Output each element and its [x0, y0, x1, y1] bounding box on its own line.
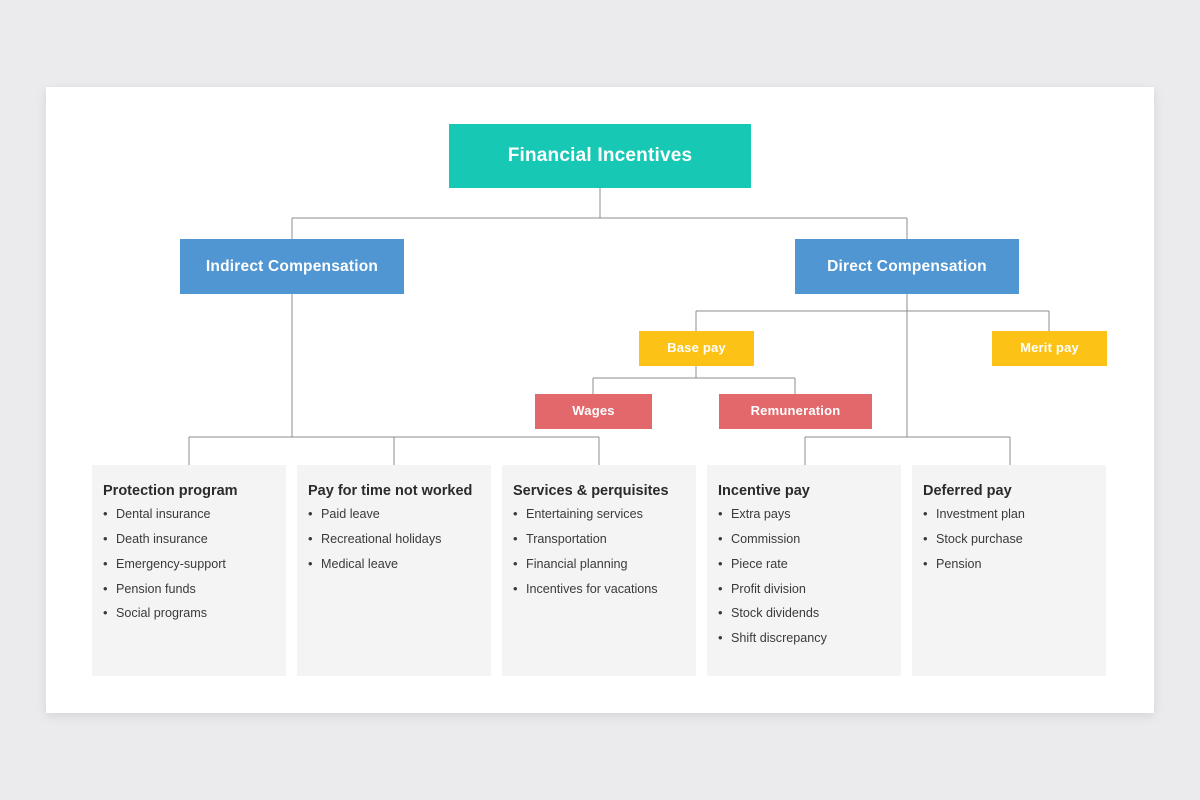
list-item: Investment plan — [923, 506, 1094, 523]
card-item-list: Entertaining servicesTransportationFinan… — [513, 506, 684, 598]
list-item: Social programs — [103, 605, 274, 622]
list-item: Shift discrepancy — [718, 630, 889, 647]
list-item: Financial planning — [513, 556, 684, 573]
list-item: Death insurance — [103, 531, 274, 548]
card-item-list: Paid leaveRecreational holidaysMedical l… — [308, 506, 479, 573]
node-indirect-compensation[interactable]: Indirect Compensation — [180, 239, 404, 294]
node-financial-incentives[interactable]: Financial Incentives — [449, 124, 751, 188]
card-title: Pay for time not worked — [308, 483, 473, 499]
list-item: Stock purchase — [923, 531, 1094, 548]
node-base-pay[interactable]: Base pay — [639, 331, 754, 366]
node-remuneration[interactable]: Remuneration — [719, 394, 872, 429]
card-title: Incentive pay — [718, 483, 810, 499]
list-item: Extra pays — [718, 506, 889, 523]
card-deferred-pay[interactable]: Deferred pay Investment planStock purcha… — [912, 465, 1106, 676]
node-merit-pay[interactable]: Merit pay — [992, 331, 1107, 366]
card-pay-for-time-not-worked[interactable]: Pay for time not worked Paid leaveRecrea… — [297, 465, 491, 676]
list-item: Entertaining services — [513, 506, 684, 523]
list-item: Stock dividends — [718, 605, 889, 622]
list-item: Pension — [923, 556, 1094, 573]
node-direct-compensation[interactable]: Direct Compensation — [795, 239, 1019, 294]
card-item-list: Extra paysCommissionPiece rateProfit div… — [718, 506, 889, 647]
card-title: Deferred pay — [923, 483, 1012, 499]
list-item: Medical leave — [308, 556, 479, 573]
card-item-list: Investment planStock purchasePension — [923, 506, 1094, 573]
card-incentive-pay[interactable]: Incentive pay Extra paysCommissionPiece … — [707, 465, 901, 676]
list-item: Recreational holidays — [308, 531, 479, 548]
list-item: Incentives for vacations — [513, 581, 684, 598]
list-item: Pension funds — [103, 581, 274, 598]
list-item: Profit division — [718, 581, 889, 598]
list-item: Commission — [718, 531, 889, 548]
node-wages[interactable]: Wages — [535, 394, 652, 429]
card-protection-program[interactable]: Protection program Dental insuranceDeath… — [92, 465, 286, 676]
card-title: Services & perquisites — [513, 483, 669, 499]
card-item-list: Dental insuranceDeath insuranceEmergency… — [103, 506, 274, 622]
list-item: Dental insurance — [103, 506, 274, 523]
list-item: Transportation — [513, 531, 684, 548]
list-item: Emergency-support — [103, 556, 274, 573]
list-item: Paid leave — [308, 506, 479, 523]
list-item: Piece rate — [718, 556, 889, 573]
card-services-and-perquisites[interactable]: Services & perquisites Entertaining serv… — [502, 465, 696, 676]
card-title: Protection program — [103, 483, 238, 499]
